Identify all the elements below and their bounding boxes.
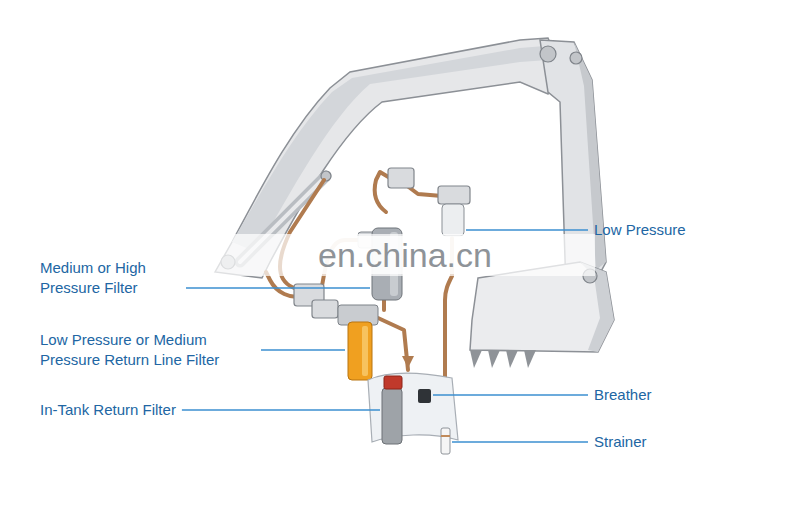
watermark-band (210, 234, 595, 276)
leader-line (182, 409, 380, 411)
flow-arrow (402, 356, 414, 368)
part-label: Low Pressure (594, 220, 686, 240)
strainer (441, 428, 450, 454)
watermark-text: en.china.cn (314, 236, 496, 274)
leader-line (186, 287, 370, 289)
filter-cap (384, 376, 402, 389)
leader-line (452, 441, 588, 443)
breather (418, 389, 431, 403)
low-pressure-filter (442, 204, 464, 236)
leader-line (466, 229, 588, 231)
part-label: In-Tank Return Filter (40, 400, 176, 420)
leader-line (261, 349, 345, 351)
return-line-filter (348, 322, 372, 380)
leader-line (433, 394, 588, 396)
part-label: Strainer (594, 432, 647, 452)
strainer-band (441, 435, 450, 437)
part-label: Low Pressure or Medium Pressure Return L… (40, 330, 255, 370)
bucket-teeth (470, 350, 536, 368)
part-label: Breather (594, 385, 652, 405)
in-tank-filter (382, 388, 402, 444)
part-label: Medium or High Pressure Filter (40, 258, 180, 298)
filter-highlight (362, 326, 368, 376)
